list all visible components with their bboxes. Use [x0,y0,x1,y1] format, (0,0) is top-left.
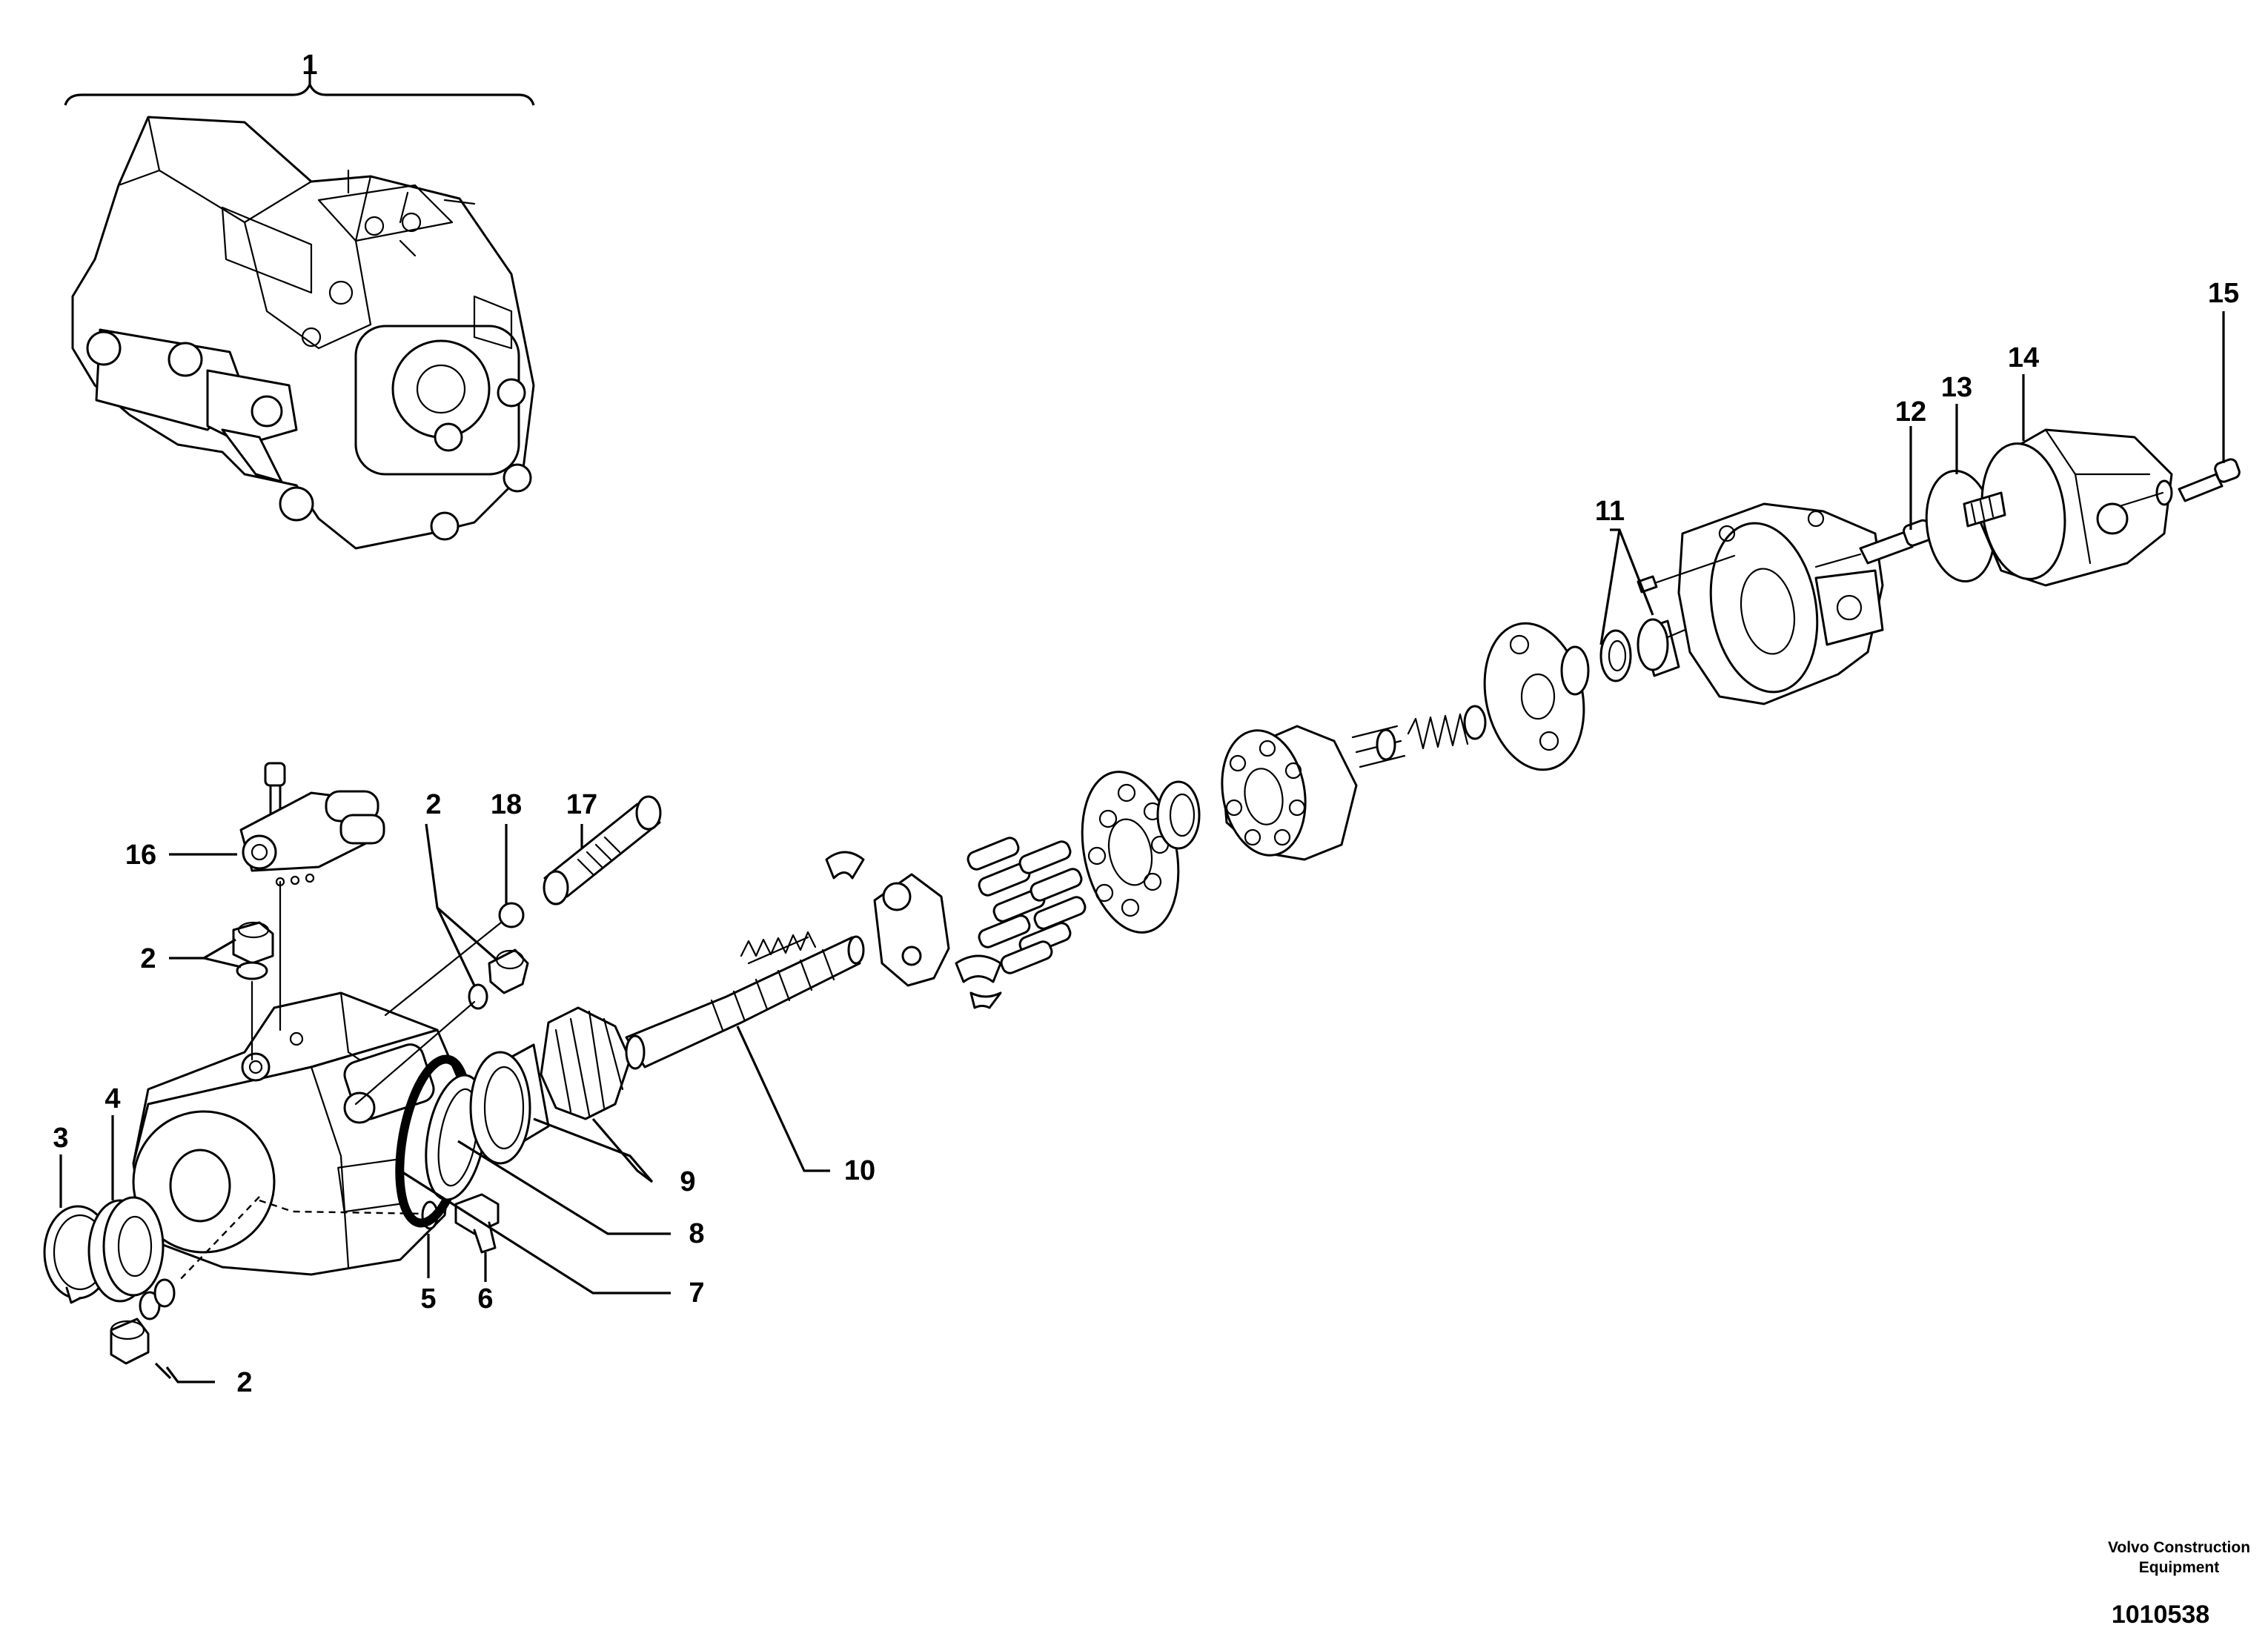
part-6-screw-plug [454,1193,500,1254]
callout-9: 9 [680,1166,695,1197]
gear-pump-alignment-line [2118,491,2164,508]
pin-alignment-line [1655,554,1736,584]
port-plate-illustration [1483,622,1585,771]
part-9-bearing [469,1006,631,1165]
end-cover-illustration [1677,502,1884,705]
callout-13: 13 [1941,372,1972,403]
callout-5: 5 [420,1283,436,1315]
callout-18: 18 [491,789,522,820]
leader-lines [59,67,2225,1383]
part-4-shaft-seal [87,1196,165,1303]
part-15-bolt [2155,458,2241,506]
part-17-valve-spool [543,795,662,905]
callout-17: 17 [566,789,597,820]
ball-alignment-line [384,921,503,1017]
part-2-plug-lower-left [110,1278,176,1365]
plug-top-alignment-line [354,1000,476,1106]
bracket-1 [64,81,535,106]
callout-6: 6 [477,1283,493,1315]
spring-pins-illustration [1351,705,1487,768]
callout-11: 11 [1595,496,1625,527]
callout-3: 3 [53,1123,68,1154]
callout-10: 10 [844,1155,875,1186]
callout-2-lower: 2 [236,1367,252,1398]
callout-16: 16 [125,840,156,871]
pump-housing-illustration [132,991,461,1283]
part-18-ball [498,902,525,928]
bolt-alignment-line [1814,553,1862,568]
pump-assembly-illustration [71,116,535,550]
brand-line-1: Volvo Construction [2108,1539,2250,1556]
part-2-plug-top [468,948,529,1010]
part-14-gear-pump [1963,428,2173,587]
callout-7: 7 [689,1277,704,1309]
callout-14: 14 [2008,342,2039,373]
brand-line-2: Equipment [2139,1559,2220,1576]
thrust-ring-illustration [1560,645,1590,696]
swash-plate-illustration [740,851,1002,1009]
callout-12: 12 [1895,396,1926,428]
footer: Volvo Construction Equipment 1010538 [2108,1539,2250,1629]
part-16-control-valve [239,762,385,887]
callout-15: 15 [2208,278,2239,309]
part-10-drive-shaft [625,935,865,1070]
part-2-plug-mid-left [232,921,274,980]
cylinder-block-illustration [1221,725,1358,861]
pistons-illustration [966,837,1087,974]
part-11-bearing [1599,618,1680,682]
retainer-plate-illustration [1081,771,1180,934]
callout-2-top: 2 [425,789,441,820]
callout-4: 4 [105,1083,120,1114]
needle-bearing-illustration [1156,780,1201,850]
callout-numbers: 1 2 2 2 3 4 5 6 7 8 9 10 11 12 13 14 15 … [53,50,2239,1398]
drawing-number: 1010538 [2112,1601,2209,1629]
callout-8: 8 [689,1218,704,1249]
callout-2-mid: 2 [140,943,156,974]
callout-1: 1 [302,50,317,81]
